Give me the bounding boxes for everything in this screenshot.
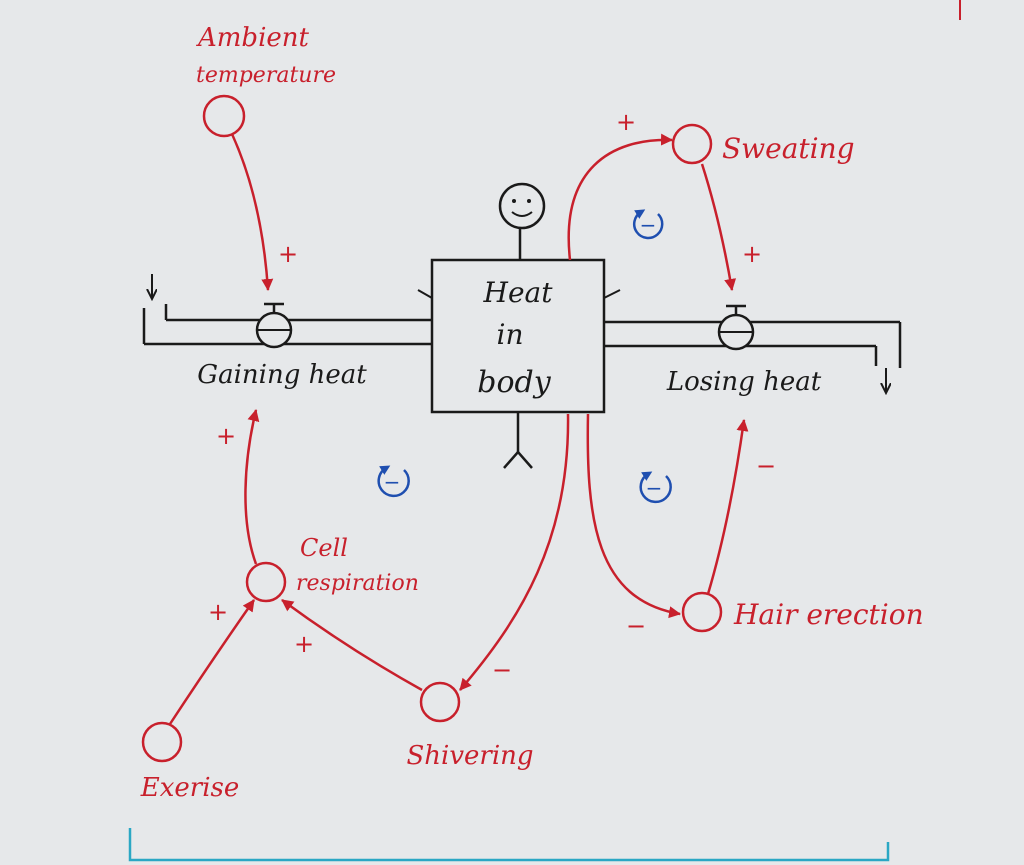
person-icon bbox=[498, 182, 546, 469]
link-cell-to-gaining bbox=[244, 409, 260, 565]
link-sweating-to-losing bbox=[700, 163, 737, 291]
link-exercise-to-cell bbox=[168, 599, 256, 725]
inflow-valve-icon bbox=[255, 302, 293, 349]
exercise-node bbox=[141, 721, 183, 763]
link-heat-to-hair bbox=[586, 413, 681, 619]
polarity-exercise-to-cell: + bbox=[208, 598, 228, 626]
link-heat-to-shivering bbox=[459, 413, 570, 691]
hair-erection-node bbox=[681, 591, 723, 633]
ambient-label-line1: Ambient bbox=[196, 23, 310, 53]
link-hair-to-losing bbox=[706, 419, 749, 595]
hair-erection-label: Hair erection bbox=[733, 598, 924, 631]
stock-label-line3: body bbox=[477, 365, 551, 400]
inflow-label: Gaining heat bbox=[197, 360, 367, 390]
loop-shivering-polarity: − bbox=[384, 470, 401, 494]
loop-marker-hair-icon: − bbox=[639, 471, 672, 504]
polarity-heat-to-sweating: + bbox=[616, 108, 636, 136]
stock-label-line1: Heat bbox=[483, 276, 554, 309]
exercise-label: Exerise bbox=[140, 773, 240, 803]
loop-hair-polarity: − bbox=[646, 476, 663, 500]
cell-respiration-label-line2: respiration bbox=[296, 571, 419, 596]
loop-marker-shivering-icon: − bbox=[377, 465, 410, 498]
link-ambient-to-gaining bbox=[230, 133, 274, 291]
link-heat-to-sweating bbox=[567, 133, 673, 261]
polarity-heat-to-shivering: − bbox=[492, 656, 512, 684]
outflow-valve-icon bbox=[717, 304, 755, 351]
polarity-ambient-to-gaining: + bbox=[278, 240, 298, 268]
polarity-hair-to-losing: − bbox=[756, 452, 776, 480]
shivering-node bbox=[419, 681, 461, 723]
loop-sweating-polarity: − bbox=[640, 213, 657, 237]
cell-respiration-label-line1: Cell bbox=[300, 534, 348, 562]
inflow-pipe bbox=[142, 274, 432, 346]
polarity-shivering-to-cell: + bbox=[294, 630, 314, 658]
cell-respiration-node bbox=[245, 561, 287, 603]
ambient-label-line2: temperature bbox=[196, 63, 336, 88]
sweating-label: Sweating bbox=[722, 132, 855, 165]
shivering-label: Shivering bbox=[406, 741, 533, 771]
stock-tick-right bbox=[603, 289, 621, 299]
loop-marker-sweating-icon: − bbox=[632, 209, 664, 240]
polarity-heat-to-hair: − bbox=[626, 612, 646, 640]
sweating-node bbox=[671, 123, 713, 165]
ambient-temperature-node bbox=[202, 94, 246, 138]
bracket-line bbox=[128, 828, 890, 862]
outflow-label: Losing heat bbox=[666, 367, 822, 397]
polarity-cell-to-gaining: + bbox=[216, 422, 236, 450]
stock-tick-left bbox=[417, 289, 433, 299]
polarity-sweating-to-losing: + bbox=[742, 240, 762, 268]
link-shivering-to-cell bbox=[281, 598, 423, 692]
stock-label-line2: in bbox=[497, 318, 524, 351]
